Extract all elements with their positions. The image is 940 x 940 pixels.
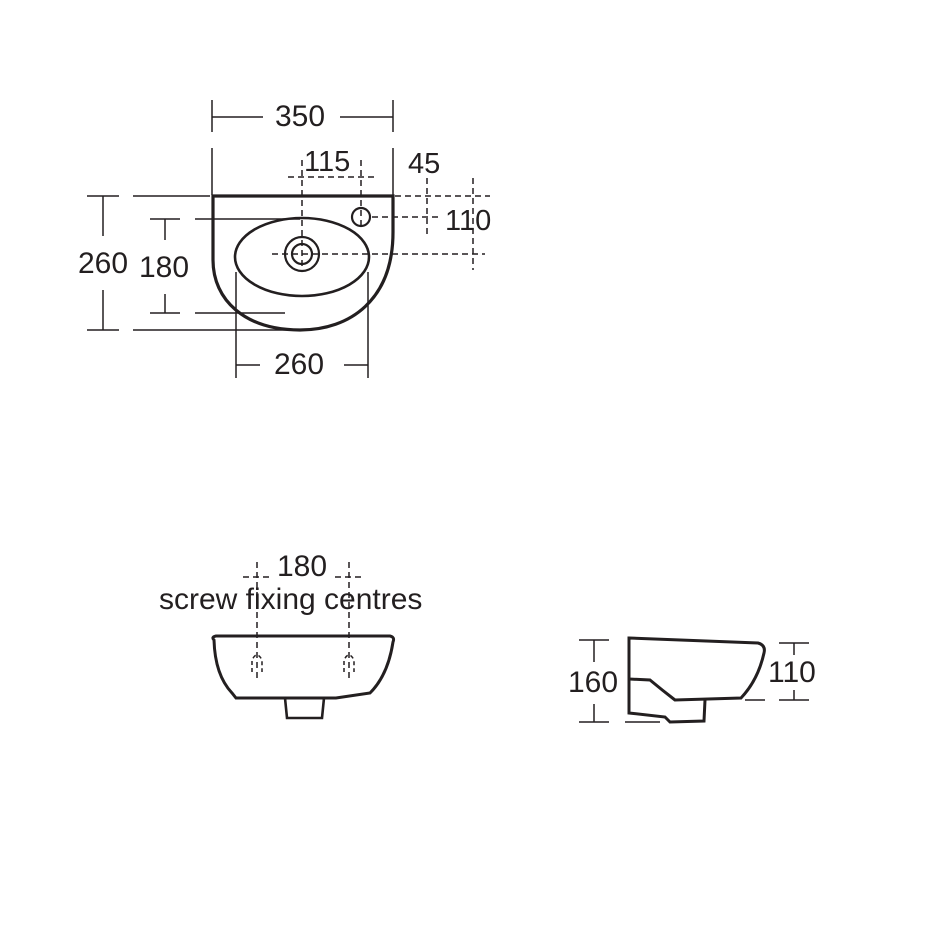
dim-tap-depth: 110 [445,205,492,237]
side-view [579,636,809,724]
screw-centres-caption: screw fixing centres [159,583,423,616]
plan-view [87,100,490,378]
dim-bowl-depth: 180 [139,251,190,284]
dim-tap-offset: 115 [304,146,351,178]
dim-bowl-width: 260 [274,348,325,381]
dim-screw-centres: 180 [277,550,328,583]
front-view [211,562,396,720]
dim-tap-from-edge: 45 [408,148,441,180]
dim-rim-height: 110 [768,656,816,689]
dim-overall-depth: 260 [78,247,129,280]
dim-overall-height: 160 [568,666,619,699]
dim-overall-width: 350 [275,100,326,133]
